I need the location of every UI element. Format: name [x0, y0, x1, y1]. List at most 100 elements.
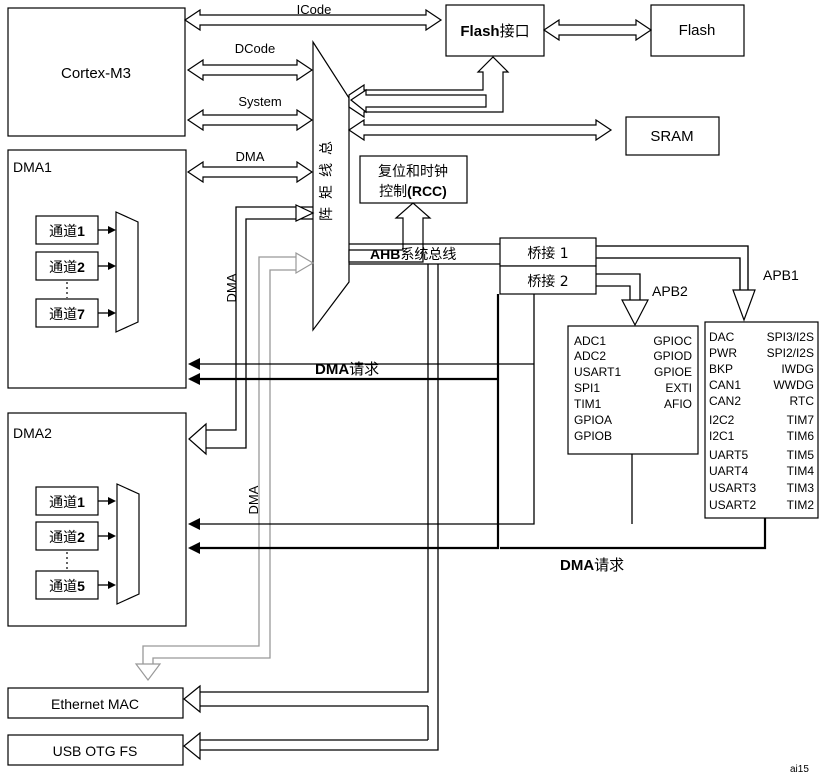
apb1-right-5: TIM7	[787, 413, 815, 427]
apb2-left-3: SPI1	[574, 381, 600, 395]
dma-bus-label: DMA	[236, 149, 265, 164]
apb1-left-10: USART2	[709, 498, 756, 512]
apb2-peripherals: ADC1 ADC2 USART1 SPI1 TIM1 GPIOA GPIOB G…	[567, 325, 699, 455]
bus-matrix-char-3: 矩	[319, 185, 335, 199]
system-bus-arrow: System	[186, 94, 314, 132]
dma-side-label-1: DMA	[224, 273, 239, 302]
svg-text:Flash接口: Flash接口	[460, 22, 529, 40]
dma2-block: DMA2 通道1 通道2 通道5	[7, 412, 187, 627]
flash-interface-rest: 接口	[500, 22, 530, 40]
dma1-block: DMA1 通道1 通道2 通道7	[7, 149, 187, 389]
apb2-left-5: GPIOA	[574, 413, 612, 427]
dma2-to-matrix-link: DMA	[188, 204, 315, 456]
system-label: System	[238, 94, 281, 109]
dma-request-lines	[188, 294, 767, 554]
ahb-to-ethernet-usb	[183, 264, 439, 761]
dma-request-label-1-rest: 请求	[349, 360, 379, 378]
dcode-label: DCode	[235, 41, 275, 56]
matrix-rcc-arrow	[348, 202, 432, 263]
apb1-right-3: WWDG	[773, 378, 814, 392]
dma2-ch5-num: 5	[77, 578, 85, 594]
apb1-right-0: SPI3/I2S	[767, 330, 814, 344]
usb-otg-block: USB OTG FS	[7, 734, 184, 766]
apb2-right-2: GPIOE	[654, 365, 692, 379]
dma2-ch1-cn: 通道	[49, 495, 77, 511]
apb1-right-10: TIM2	[787, 498, 815, 512]
rcc-line1: 复位和时钟	[378, 163, 448, 180]
icode-label: ICode	[297, 2, 332, 17]
apb1-left-2: BKP	[709, 362, 733, 376]
svg-text:DMA请求: DMA请求	[560, 556, 624, 574]
ahb-label-bold: AHB	[370, 246, 400, 262]
dma2-title: DMA2	[13, 425, 52, 441]
apb1-peripherals: DAC PWR BKP CAN1 CAN2 I2C2 I2C1 UART5 UA…	[704, 321, 819, 519]
dma-request-label-2-rest: 请求	[594, 556, 624, 574]
dma1-ch7-num: 7	[77, 306, 85, 322]
flash-interface-bold: Flash	[460, 23, 499, 40]
dma1-ch1-cn: 通道	[49, 224, 77, 240]
dma1-ch2-num: 2	[77, 259, 85, 275]
apb2-right-1: GPIOD	[653, 349, 692, 363]
dma2-ch2-num: 2	[77, 529, 85, 545]
svg-text:控制(RCC): 控制(RCC)	[379, 183, 447, 200]
apb1-right-9: TIM3	[787, 481, 815, 495]
dma1-ch1-num: 1	[77, 223, 85, 239]
flash-label: Flash	[679, 22, 716, 39]
bus-matrix: 总 线 矩 阵	[312, 39, 350, 332]
dma2-ch5-cn: 通道	[49, 579, 77, 595]
apb1-left-8: UART4	[709, 464, 748, 478]
apb1-left-0: DAC	[709, 330, 735, 344]
apb1-left-7: UART5	[709, 448, 748, 462]
apb2-right-0: GPIOC	[653, 334, 692, 348]
ahb-bus: AHB系统总线	[349, 243, 500, 265]
apb2-left-4: TIM1	[574, 397, 602, 411]
apb2-left-0: ADC1	[574, 334, 606, 348]
bus-matrix-char-1: 总	[319, 141, 335, 155]
dma-bus-arrow: DMA	[186, 149, 314, 184]
svg-text:通道2: 通道2	[49, 529, 85, 546]
apb2-label: APB2	[652, 283, 688, 299]
rcc-block: 复位和时钟 控制(RCC)	[359, 155, 468, 204]
usb-otg-label: USB OTG FS	[53, 743, 138, 759]
apb1-left-9: USART3	[709, 481, 756, 495]
svg-text:DMA请求: DMA请求	[315, 360, 379, 378]
dma1-ch2-cn: 通道	[49, 260, 77, 276]
apb2-right-3: EXTI	[665, 381, 692, 395]
apb2-bus-arrow: APB2	[596, 273, 688, 327]
apb1-left-4: CAN2	[709, 394, 741, 408]
ethernet-mac-label: Ethernet MAC	[51, 696, 139, 712]
dcode-bus-arrow: DCode	[186, 41, 314, 82]
flash-interface-block: Flash接口	[445, 4, 545, 57]
apb1-left-5: I2C2	[709, 413, 735, 427]
bus-matrix-char-2: 线	[319, 163, 335, 177]
sram-label: SRAM	[650, 128, 693, 145]
dma-request-label-2-bold: DMA	[560, 557, 594, 574]
apb1-right-2: IWDG	[781, 362, 814, 376]
cortex-m3-label: Cortex-M3	[61, 65, 131, 82]
apb1-label: APB1	[763, 267, 799, 283]
svg-text:AHB系统总线: AHB系统总线	[370, 246, 456, 263]
apb1-right-8: TIM4	[787, 464, 815, 478]
apb1-right-4: RTC	[790, 394, 815, 408]
dma-request-label-1-bold: DMA	[315, 361, 349, 378]
bridge1-block: 桥接 1	[499, 237, 597, 267]
ahb-label-rest: 系统总线	[400, 247, 456, 263]
matrix-to-flash-arrow	[348, 56, 510, 119]
ethernet-mac-block: Ethernet MAC	[7, 687, 184, 719]
bridge1-label: 桥接 1	[527, 245, 568, 262]
cortex-m3-block: Cortex-M3	[7, 7, 186, 137]
apb1-left-1: PWR	[709, 346, 737, 360]
bus-matrix-char-4: 阵	[319, 207, 335, 221]
flash-block: Flash	[650, 4, 745, 57]
dma-ethernet-link: DMA	[134, 251, 315, 681]
apb2-right-4: AFIO	[664, 397, 692, 411]
bridge2-label: 桥接 2	[527, 273, 568, 290]
icode-bus-arrow: ICode	[183, 2, 443, 32]
apb1-right-7: TIM5	[787, 448, 815, 462]
apb2-left-6: GPIOB	[574, 429, 612, 443]
dma2-ch2-cn: 通道	[49, 530, 77, 546]
svg-text:通道7: 通道7	[49, 306, 85, 323]
bridge2-block: 桥接 2	[499, 265, 597, 295]
svg-text:通道5: 通道5	[49, 578, 85, 595]
